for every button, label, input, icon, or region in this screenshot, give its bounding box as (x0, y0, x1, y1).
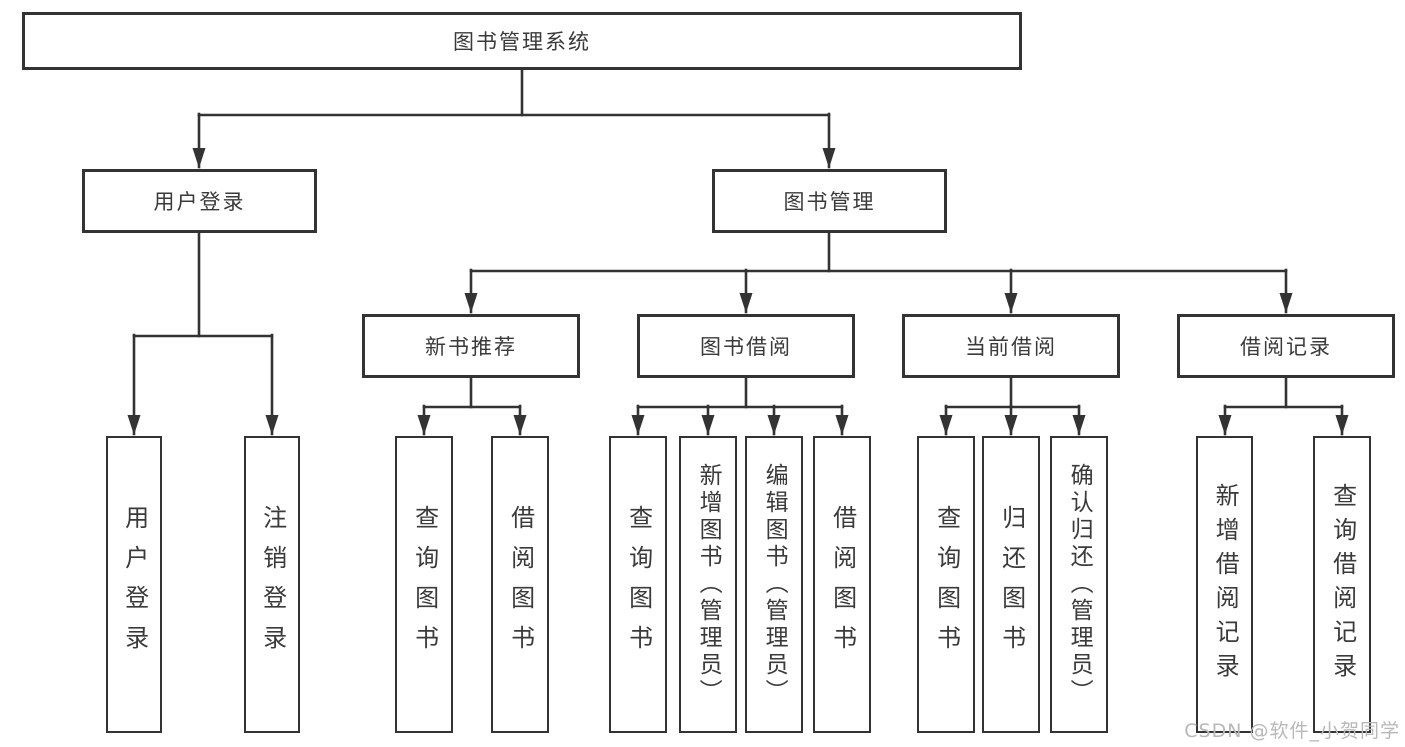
node-book-borrow-label: 图书借阅 (700, 335, 792, 359)
leaf-rec-borrow-books: 借阅图书 (491, 436, 549, 733)
leaf-bb-borrow-books: 借阅图书 (813, 436, 871, 733)
leaf-cb-query-books-label: 查询图书 (932, 504, 961, 665)
leaf-bb-query-books: 查询图书 (609, 436, 667, 733)
node-new-book-recommend: 新书推荐 (362, 314, 580, 378)
node-current-borrow-label: 当前借阅 (965, 335, 1057, 359)
leaf-br-add-record: 新增借阅记录 (1196, 436, 1253, 733)
node-root: 图书管理系统 (22, 12, 1022, 70)
node-book-borrow: 图书借阅 (637, 314, 855, 378)
leaf-bb-edit-books: 编辑图书（管理员） (745, 436, 803, 733)
leaf-rec-query-books: 查询图书 (395, 436, 453, 733)
leaf-logout-label: 注销登录 (258, 504, 287, 665)
node-user-login-label: 用户登录 (153, 190, 246, 214)
node-user-login: 用户登录 (82, 169, 317, 233)
leaf-bb-query-books-label: 查询图书 (624, 504, 653, 665)
leaf-br-add-record-label: 新增借阅记录 (1211, 482, 1240, 687)
leaf-cb-return-books-label: 归还图书 (997, 504, 1026, 665)
leaf-bb-edit-books-label: 编辑图书（管理员） (761, 463, 788, 706)
leaf-br-query-record: 查询借阅记录 (1313, 436, 1371, 733)
leaf-user-login: 用户登录 (106, 436, 162, 733)
leaf-bb-add-books: 新增图书（管理员） (679, 436, 737, 733)
node-book-management-label: 图书管理 (783, 190, 876, 214)
leaf-br-query-record-label: 查询借阅记录 (1328, 482, 1357, 687)
leaf-cb-confirm-return: 确认归还（管理员） (1050, 436, 1108, 733)
leaf-cb-query-books: 查询图书 (917, 436, 975, 733)
node-borrow-record-label: 借阅记录 (1240, 335, 1332, 359)
leaf-bb-borrow-books-label: 借阅图书 (828, 504, 857, 665)
leaf-cb-confirm-return-label: 确认归还（管理员） (1066, 463, 1093, 706)
node-current-borrow: 当前借阅 (902, 314, 1120, 378)
node-new-book-recommend-label: 新书推荐 (425, 335, 517, 359)
leaf-cb-return-books: 归还图书 (982, 436, 1040, 733)
leaf-user-login-label: 用户登录 (120, 504, 149, 665)
node-borrow-record: 借阅记录 (1177, 314, 1395, 378)
node-root-label: 图书管理系统 (453, 30, 591, 54)
leaf-logout: 注销登录 (244, 436, 300, 733)
leaf-rec-query-books-label: 查询图书 (410, 504, 439, 665)
csdn-watermark: CSDN @软件_小贺同学 (1184, 720, 1400, 742)
leaf-bb-add-books-label: 新增图书（管理员） (695, 463, 722, 706)
leaf-rec-borrow-books-label: 借阅图书 (506, 504, 535, 665)
node-book-management: 图书管理 (712, 169, 947, 233)
